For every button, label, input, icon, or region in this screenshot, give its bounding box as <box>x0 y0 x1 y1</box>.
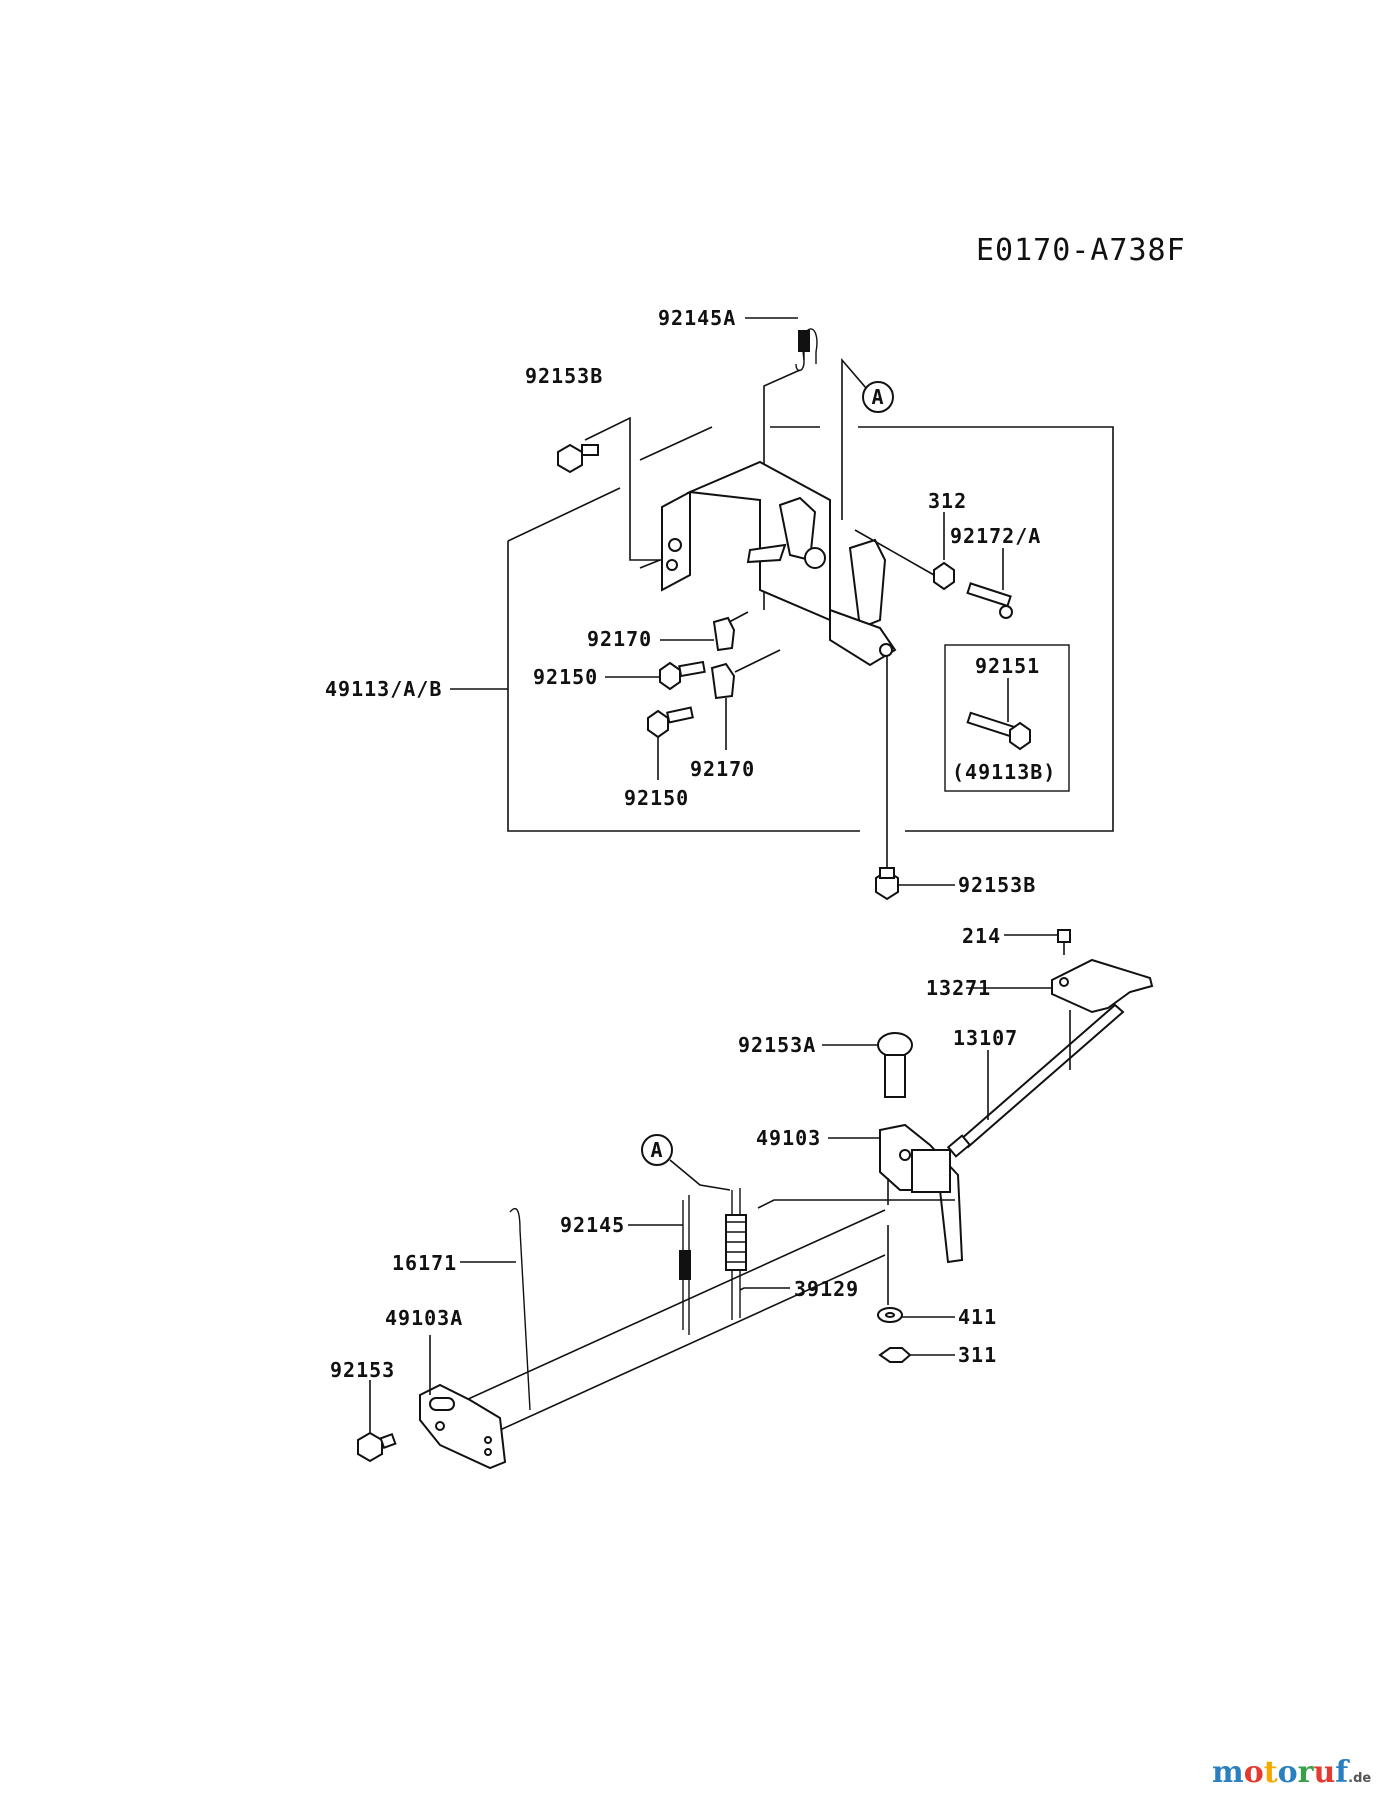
label-16171: 16171 <box>392 1251 457 1275</box>
bolt-92153B-top <box>557 416 662 561</box>
label-49103: 49103 <box>756 1126 821 1150</box>
lever-49103A <box>419 1335 507 1470</box>
label-49103A: 49103A <box>385 1306 463 1330</box>
label-92150-a: 92150 <box>533 665 598 689</box>
bracket-49113 <box>639 460 897 667</box>
label-312: 312 <box>928 489 967 513</box>
label-92170-b: 92170 <box>690 757 755 781</box>
label-13271: 13271 <box>926 976 991 1000</box>
watermark-letter: r <box>1298 1755 1315 1790</box>
spring-39129 <box>725 1188 790 1320</box>
linkage-rod <box>454 1209 886 1431</box>
watermark-letter: m <box>1212 1755 1244 1790</box>
callout-a-top: A <box>841 357 894 520</box>
screw-214 <box>1004 929 1071 955</box>
part-labels: 92145A 92153B 312 92172/A 92170 92150 49… <box>325 306 1056 1382</box>
shaft-13107 <box>946 1003 1125 1158</box>
label-214: 214 <box>962 924 1001 948</box>
label-411: 411 <box>958 1305 997 1329</box>
label-92170-a: 92170 <box>587 627 652 651</box>
box-92151 <box>944 644 1070 792</box>
label-92153B-top: 92153B <box>525 364 603 388</box>
bolt-92150-a <box>605 660 706 691</box>
label-311: 311 <box>958 1343 997 1367</box>
bolt-92172A <box>966 548 1013 619</box>
label-92153B-bottom: 92153B <box>958 873 1036 897</box>
washer-411 <box>877 1307 955 1323</box>
clip-92170-b <box>710 649 781 750</box>
label-92172A: 92172/A <box>950 524 1041 548</box>
label-39129: 39129 <box>794 1277 859 1301</box>
lever-49103 <box>757 1123 964 1305</box>
callout-a-label-2: A <box>650 1138 663 1162</box>
bolt-92150-b <box>647 706 694 780</box>
label-49113B: (49113B) <box>952 760 1056 784</box>
callout-a-label: A <box>871 385 884 409</box>
label-92145A: 92145A <box>658 306 736 330</box>
label-92145: 92145 <box>560 1213 625 1237</box>
watermark-letter: o <box>1244 1755 1264 1790</box>
rod-16171 <box>460 1208 531 1411</box>
bolt-92153B-bottom <box>875 656 955 901</box>
bolt-92153 <box>357 1380 397 1463</box>
watermark-letter: t <box>1264 1755 1278 1790</box>
motoruf-watermark-logo: motoruf.de <box>1212 1755 1371 1790</box>
label-92151: 92151 <box>975 654 1040 678</box>
assembly-frame <box>450 426 1114 832</box>
watermark-letter: f <box>1335 1755 1350 1790</box>
clip-92170-a <box>660 616 736 652</box>
callout-a-bottom: A <box>641 1134 731 1191</box>
label-13107: 13107 <box>953 1026 1018 1050</box>
watermark-letter: o <box>1278 1755 1298 1790</box>
label-92150-b: 92150 <box>624 786 689 810</box>
watermark-suffix: .de <box>1348 1771 1371 1786</box>
label-92153: 92153 <box>330 1358 395 1382</box>
plate-13271 <box>966 958 1154 1014</box>
nut-312 <box>854 512 955 591</box>
bolt-92153A <box>822 1032 913 1098</box>
spring-92145 <box>628 1195 691 1335</box>
diagram-code: E0170-A738F <box>976 233 1186 268</box>
label-92153A: 92153A <box>738 1033 816 1057</box>
nut-311 <box>878 1347 955 1363</box>
svg-text:motoruf.de: motoruf.de <box>1212 1755 1371 1790</box>
watermark-letter: u <box>1313 1755 1335 1790</box>
label-49113AB: 49113/A/B <box>325 677 442 701</box>
